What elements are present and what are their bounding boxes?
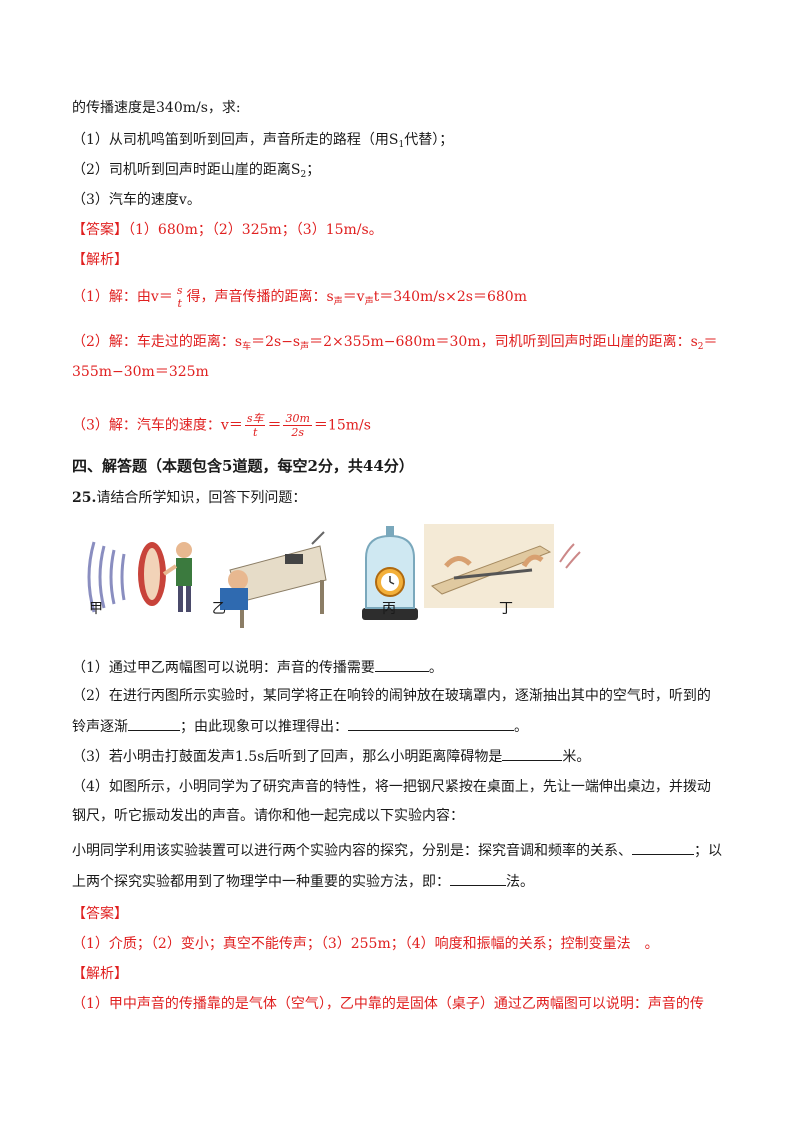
figure-label-jia: 甲	[89, 601, 103, 617]
part-2: （2）在进行丙图所示实验时，某同学将正在响铃的闹钟放在玻璃罩内，逐渐抽出其中的空…	[72, 688, 711, 704]
final-line: （1）甲中声音的传播靠的是气体（空气），乙中靠的是固体（桌子）通过乙两幅图可以说…	[72, 996, 704, 1012]
answer-2: 【答案】	[72, 906, 128, 922]
part-5: 小明同学利用该实验装置可以进行两个实验内容的探究，分别是：探究音调和频率的关系、…	[72, 840, 722, 861]
part-2b: 铃声逐渐；由此现象可以推理得出：。	[72, 716, 528, 737]
question-1: （1）从司机鸣笛到听到回声，声音所走的路程（用S1代替）；	[72, 132, 454, 150]
answer-1: 【答案】（1）680m；（2）325m；（3）15m/s。	[72, 222, 383, 238]
question-3: （3）汽车的速度v。	[72, 192, 201, 208]
part-4b: 钢尺，听它振动发出的声音。请你和他一起完成以下实验内容：	[72, 808, 464, 824]
part-4: （4）如图所示，小明同学为了研究声音的特性，将一把钢尺紧按在桌面上，先让一端伸出…	[72, 779, 711, 795]
part-1: （1）通过甲乙两幅图可以说明：声音的传播需要。	[72, 657, 443, 678]
part-5b: 上两个探究实验都用到了物理学中一种重要的实验方法，即：法。	[72, 871, 534, 892]
solution-2-cont: 355m−30m＝325m	[72, 364, 209, 380]
answer-2-text: （1）介质；（2）变小；真空不能传声；（3）255m；（4）响度和振幅的关系；控…	[72, 936, 659, 952]
question-2: （2）司机听到回声时距山崖的距离S2；	[72, 162, 321, 180]
intro-line: 的传播速度是340m/s，求:	[72, 100, 241, 116]
figure-ruler	[424, 524, 581, 608]
section-title: 四、解答题（本题包含5道题，每空2分，共44分）	[72, 457, 414, 475]
figure-label-bing: 丙	[382, 601, 396, 617]
figure-label-ding: 丁	[499, 601, 513, 617]
part-3: （3）若小明击打鼓面发声1.5s后听到了回声，那么小明距离障碍物是米。	[72, 746, 590, 767]
figure-table	[220, 531, 327, 628]
analysis-2-tag: 【解析】	[72, 966, 128, 982]
figure-label-yi: 乙	[212, 601, 226, 617]
figure-bell-jar	[362, 526, 418, 620]
figure-drum	[87, 541, 192, 613]
solution-2: （2）解：车走过的距离：s车＝2s−s声＝2×355m−680m＝30m，司机听…	[72, 334, 718, 352]
analysis-1-tag: 【解析】	[72, 252, 128, 268]
experiment-figure	[87, 524, 581, 628]
question-25: 25.请结合所学知识，回答下列问题：	[72, 490, 307, 506]
